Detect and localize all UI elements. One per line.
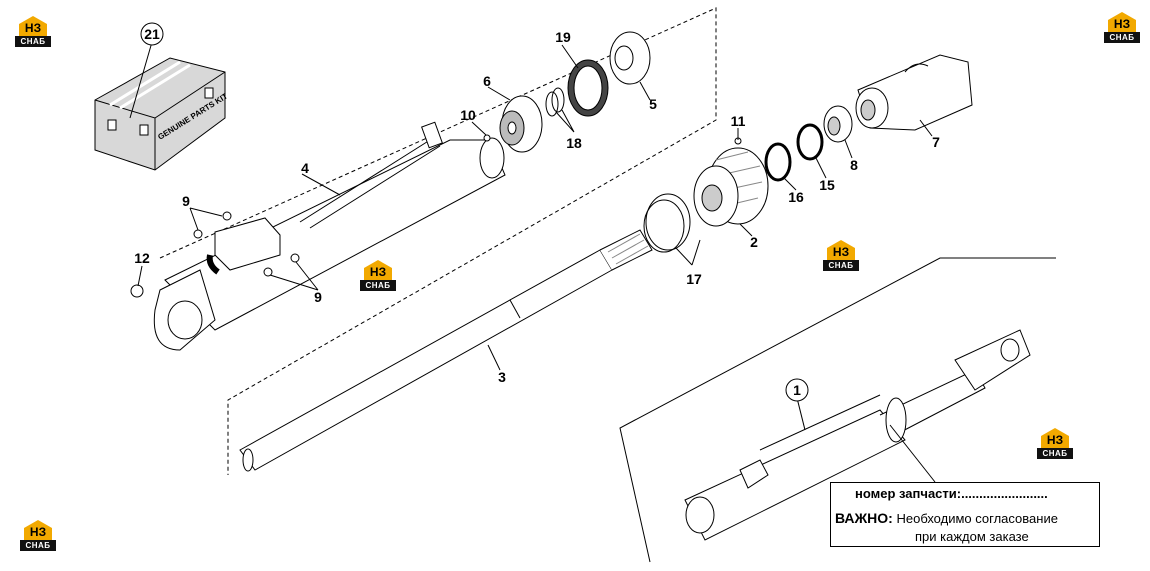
callout-8: 8 <box>850 157 858 173</box>
callout-17: 17 <box>686 271 702 287</box>
assembled-cylinder <box>684 329 1031 541</box>
callout-2: 2 <box>750 234 758 250</box>
parts-kit-box <box>94 57 226 171</box>
callout-15: 15 <box>819 177 835 193</box>
logo-caption: СНАБ <box>15 36 51 47</box>
cylinder-barrel <box>153 121 506 351</box>
logo-caption: СНАБ <box>823 260 859 271</box>
ring-15 <box>796 123 824 161</box>
important-text-2: при каждом заказе <box>915 529 1029 544</box>
callout-10: 10 <box>460 107 476 123</box>
important-text: Необходимо согласование <box>896 511 1058 526</box>
logo-caption: СНАБ <box>1037 448 1073 459</box>
brand-logo: НЗ СНАБ <box>360 260 396 292</box>
logo-mark: НЗ <box>1113 17 1131 31</box>
brand-logo: НЗ СНАБ <box>15 16 51 48</box>
logo-caption: СНАБ <box>360 280 396 291</box>
ring-16 <box>764 142 792 182</box>
dashed-boundary <box>159 7 717 475</box>
o-rings-18 <box>545 87 565 117</box>
callout-21: 21 <box>144 26 160 42</box>
part-number-label: номер запчасти:........................ <box>855 486 1048 501</box>
leader-lines <box>129 41 936 483</box>
seals-17 <box>643 193 691 253</box>
inset-frame <box>619 257 1056 563</box>
callout-3: 3 <box>498 369 506 385</box>
clevis-7 <box>855 54 973 131</box>
nut-8 <box>823 105 853 143</box>
brand-logo: НЗ СНАБ <box>20 520 56 552</box>
callout-18: 18 <box>566 135 582 151</box>
important-line: ВАЖНО: Необходимо согласование <box>835 510 1058 526</box>
brand-logo: НЗ СНАБ <box>1104 12 1140 44</box>
gland-2 <box>693 147 769 227</box>
callout-11: 11 <box>731 113 746 129</box>
piston-rod <box>239 229 653 472</box>
retainer-5 <box>609 31 651 85</box>
callout-4: 4 <box>301 160 309 176</box>
callout-6: 6 <box>483 73 491 89</box>
logo-caption: СНАБ <box>20 540 56 551</box>
callout-19: 19 <box>555 29 571 45</box>
logo-mark: НЗ <box>369 265 387 279</box>
important-label: ВАЖНО: <box>835 510 893 526</box>
logo-caption: СНАБ <box>1104 32 1140 43</box>
wear-ring-19 <box>567 59 609 117</box>
logo-mark: НЗ <box>29 525 47 539</box>
logo-mark: НЗ <box>832 245 850 259</box>
callout-9-upper: 9 <box>182 193 190 209</box>
callout-7: 7 <box>932 134 940 150</box>
callout-1: 1 <box>793 382 801 398</box>
callout-9-lower: 9 <box>314 289 322 305</box>
callout-12: 12 <box>134 250 150 266</box>
part-number-note: номер запчасти:........................ … <box>830 482 1100 547</box>
brand-logo: НЗ СНАБ <box>1037 428 1073 460</box>
logo-mark: НЗ <box>1046 433 1064 447</box>
brand-logo: НЗ СНАБ <box>823 240 859 272</box>
callout-5: 5 <box>649 96 657 112</box>
callout-16: 16 <box>788 189 804 205</box>
piston <box>499 95 543 153</box>
logo-mark: НЗ <box>24 21 42 35</box>
